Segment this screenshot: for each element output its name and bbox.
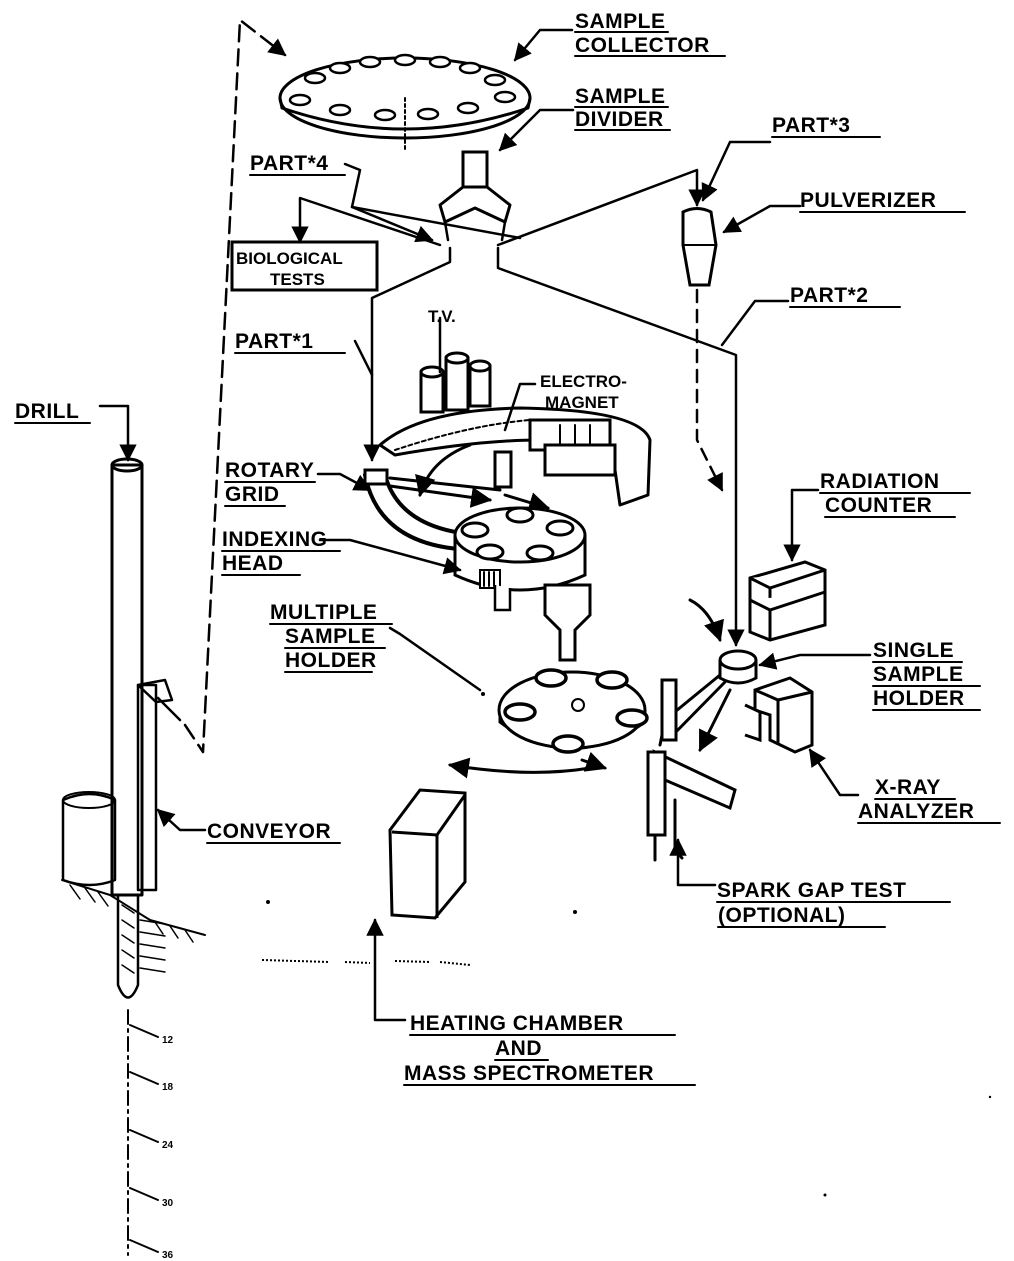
label-multiple-sample-holder: MULTIPLE [270,601,377,624]
ground-line [62,880,205,935]
label-electromagnet: ELECTRO- [540,372,627,391]
depth-tick-label: 12 [162,1035,174,1046]
depth-tick-label: 18 [162,1082,174,1093]
drill-flutes [122,905,134,973]
depth-marks [130,1025,158,1252]
pulverizer [683,209,716,286]
label-electromagnet: MAGNET [545,393,619,412]
label-sample-collector: SAMPLE [575,10,666,33]
label-radiation-counter: RADIATION [820,470,940,493]
radiation-counter [750,562,825,640]
label-heating-chamber: HEATING CHAMBER [410,1012,624,1035]
label-biological-tests: BIOLOGICAL [236,249,343,268]
label-single-sample-holder: HOLDER [873,687,965,710]
conveyor-to-collector-path [185,20,285,752]
label-indexing-head: INDEXING [222,528,328,551]
label-heating-chamber: MASS SPECTROMETER [404,1062,654,1085]
label-multiple-sample-holder: SAMPLE [285,625,376,648]
label-sample-collector: COLLECTOR [575,34,710,57]
depth-tick-label: 36 [162,1250,174,1261]
tv-cameras [421,353,490,412]
label-sample-divider: DIVIDER [575,108,664,131]
depth-tick-label: 30 [162,1198,174,1209]
label-single-sample-holder: SINGLE [873,639,954,662]
label-tv: T.V. [428,307,456,326]
label-rotary-grid: ROTARY [225,459,314,482]
drill-assembly: 12 18 24 30 36 [62,459,205,1261]
label-indexing-head: HEAD [222,552,284,575]
label-part1: PART*1 [235,330,313,353]
sample-divider [440,152,510,240]
label-radiation-counter: COUNTER [825,494,932,517]
heating-chamber [390,790,465,918]
label-sample-divider: SAMPLE [575,85,666,108]
label-part2: PART*2 [790,284,868,307]
multiple-sample-holder [450,670,647,772]
scan-specks [262,692,991,1197]
xray-analyzer [745,678,812,752]
label-part4: PART*4 [250,152,328,175]
label-single-sample-holder: SAMPLE [873,663,964,686]
label-multiple-sample-holder: HOLDER [285,649,377,672]
label-spark-gap-test: (OPTIONAL) [718,904,845,927]
label-heating-chamber: AND [495,1037,542,1060]
label-rotary-grid: GRID [225,483,280,506]
label-pulverizer: PULVERIZER [800,189,936,212]
single-sample-holder [660,600,756,750]
label-xray-analyzer: X-RAY [875,776,941,799]
label-spark-gap-test: SPARK GAP TEST [717,879,906,902]
soil-layers [140,920,165,972]
sample-collector [280,55,530,150]
label-xray-analyzer: ANALYZER [858,800,974,823]
label-biological-tests: TESTS [270,270,325,289]
depth-tick-label: 24 [162,1140,174,1151]
label-part3: PART*3 [772,114,850,137]
label-conveyor: CONVEYOR [207,820,331,843]
label-drill: DRILL [15,400,79,423]
spark-gap-apparatus [648,752,735,860]
